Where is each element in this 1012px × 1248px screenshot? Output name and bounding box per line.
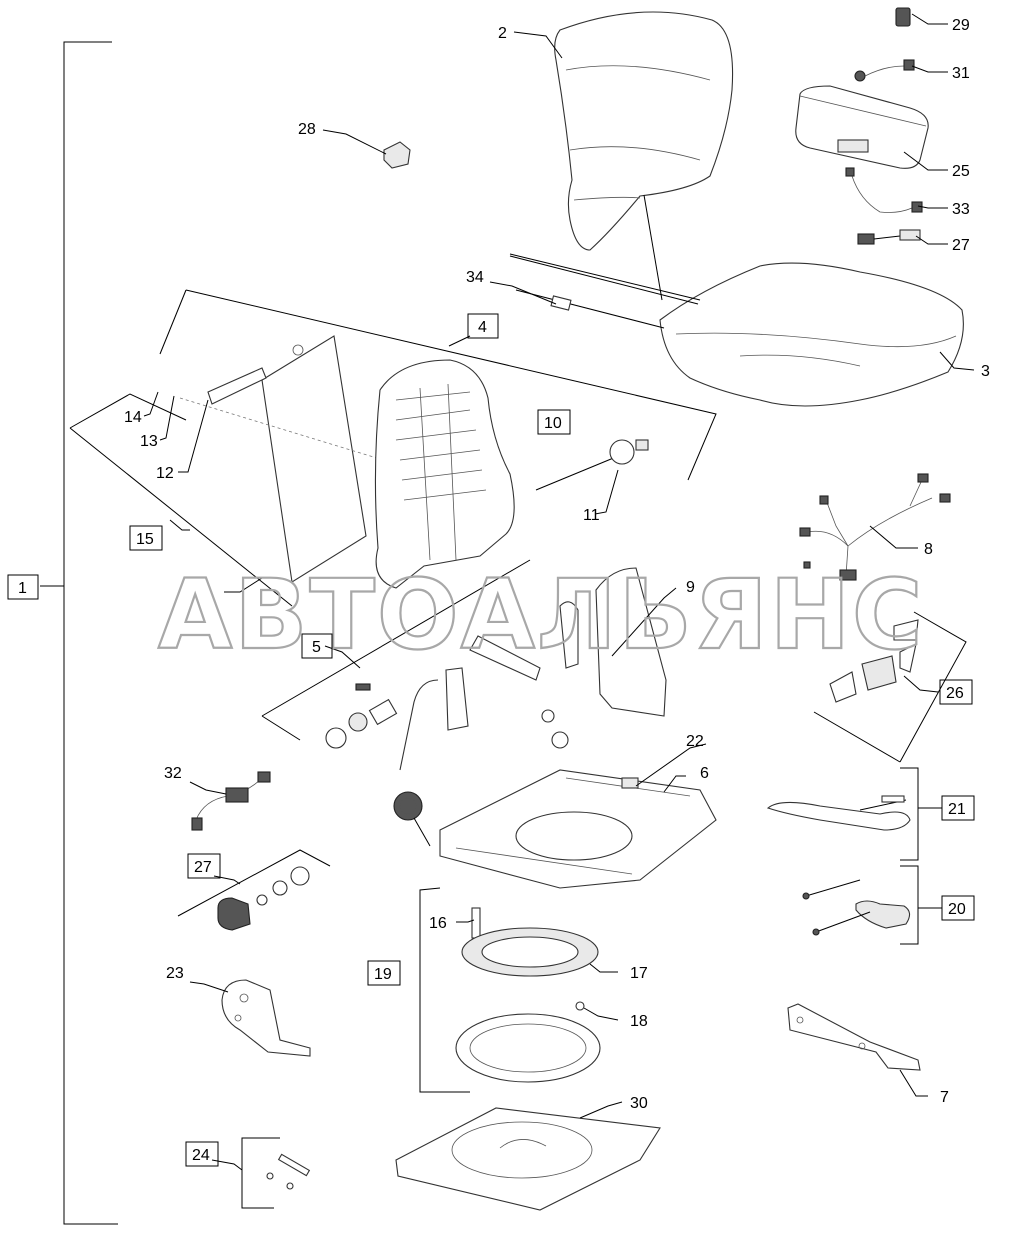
callout-28: 28	[298, 121, 316, 138]
callout-3: 3	[981, 363, 990, 380]
callout-31: 31	[952, 65, 970, 82]
switch-29	[895, 7, 911, 27]
watermark-text: АВТОАЛЬЯНС	[158, 559, 924, 671]
svg-text:26: 26	[946, 685, 964, 702]
wire-harness	[799, 473, 951, 581]
svg-text:27: 27	[194, 859, 212, 876]
callout-6: 6	[700, 765, 709, 782]
svg-text:20: 20	[948, 901, 966, 918]
boxed-callout-27: 27	[187, 853, 221, 879]
leader-lines	[143, 13, 975, 1171]
seat-cushion	[659, 262, 964, 407]
bracket-7	[787, 1003, 921, 1071]
callout-27: 27	[952, 237, 970, 254]
svg-text:1: 1	[18, 580, 27, 597]
callout-7: 7	[940, 1089, 949, 1106]
svg-text:21: 21	[948, 801, 966, 818]
boxed-callout-26: 26	[939, 679, 973, 705]
switch-28	[383, 141, 411, 169]
base-plate-30	[395, 1107, 661, 1211]
callout-29: 29	[952, 17, 970, 34]
svg-text:15: 15	[136, 531, 154, 548]
callout-14: 14	[124, 409, 142, 426]
boxed-callout-24: 24	[185, 1141, 219, 1167]
callout-30: 30	[630, 1095, 648, 1112]
svg-text:4: 4	[478, 319, 487, 336]
callout-25: 25	[952, 163, 970, 180]
boxed-callout-4: 4	[467, 313, 499, 339]
boxed-callouts: 1 4 5 10 15 19 20 21	[7, 313, 975, 1167]
boxed-callout-15: 15	[129, 525, 163, 551]
callout-numbers: 2 3 6 7 8 9 11 12 13 14 16 17 18 22 23 2…	[124, 17, 990, 1112]
back-frame-group	[159, 289, 717, 589]
lever-20	[802, 865, 919, 945]
connector-31	[854, 59, 915, 82]
bracket-kit-26	[813, 611, 967, 763]
harness-27	[857, 229, 921, 245]
callout-13: 13	[140, 433, 158, 450]
spring-coil	[393, 791, 431, 847]
wire-33	[845, 167, 923, 213]
bracket-23	[221, 979, 311, 1057]
callout-33: 33	[952, 201, 970, 218]
boxed-callout-19: 19	[367, 960, 401, 986]
boxed-callout-5: 5	[301, 633, 333, 659]
callout-22: 22	[686, 733, 704, 750]
boxed-callout-20: 20	[941, 895, 975, 921]
boxed-callout-10: 10	[537, 409, 571, 435]
callout-9: 9	[686, 579, 695, 596]
bumper-kit-27	[177, 849, 331, 931]
callout-32: 32	[164, 765, 182, 782]
backrest-cushion	[554, 11, 734, 251]
seat-rods	[509, 253, 701, 329]
svg-text:24: 24	[192, 1147, 210, 1164]
callout-34: 34	[466, 269, 484, 286]
boxed-callout-21: 21	[941, 795, 975, 821]
mechanism-group	[261, 559, 667, 771]
callout-18: 18	[630, 1013, 648, 1030]
callout-12: 12	[156, 465, 174, 482]
assembly-bracket-1	[40, 41, 118, 1225]
pin-kit-24	[241, 1137, 311, 1209]
lever-21	[766, 767, 919, 861]
callout-16: 16	[429, 915, 447, 932]
harness-32	[191, 771, 271, 831]
slide-rail-base	[439, 769, 717, 889]
swivel-group	[419, 887, 601, 1093]
callout-2: 2	[498, 25, 507, 42]
callout-11: 11	[583, 507, 600, 524]
callout-23: 23	[166, 965, 184, 982]
boxed-callout-1: 1	[7, 574, 39, 600]
svg-text:10: 10	[544, 415, 562, 432]
callout-8: 8	[924, 541, 933, 558]
svg-text:5: 5	[312, 639, 321, 656]
svg-text:19: 19	[374, 966, 392, 983]
armrest	[795, 85, 929, 169]
callout-17: 17	[630, 965, 648, 982]
